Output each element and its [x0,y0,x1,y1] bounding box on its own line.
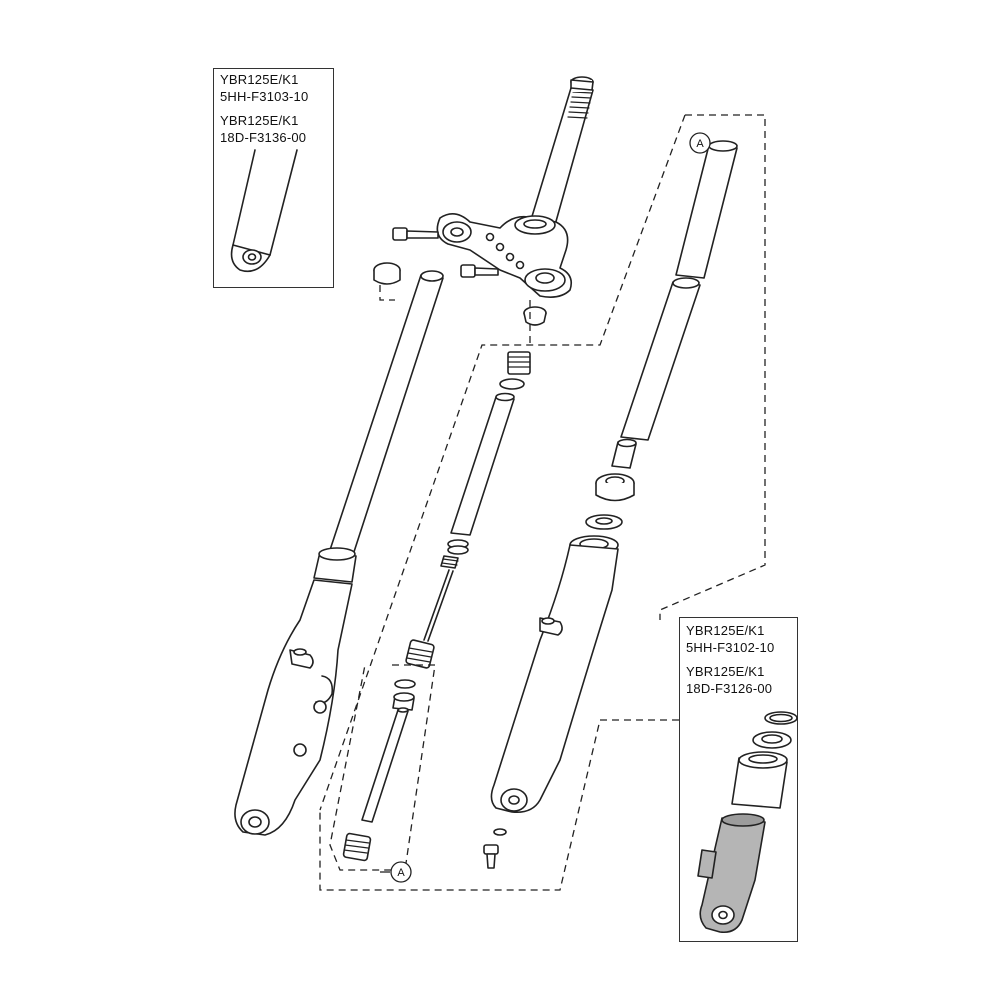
fork-spring-top-cap [507,351,531,375]
left-outer-tube [234,547,357,836]
right-inner-tube-lower [620,277,701,441]
seal-washer [585,514,623,530]
callout-a-top: A [689,132,711,154]
dashed-bracket-damper [329,664,436,871]
oil-seal [595,473,635,502]
spring-seat [447,539,469,555]
right-outer-tube [490,535,619,814]
callout-a-top-label: A [696,138,704,150]
inset-br-oil-seal [752,731,792,749]
callout-a-bottom: A [380,861,412,883]
inset-br-dust-seal [731,751,788,809]
inset-br-model-2: YBR125E/K1 [686,664,765,679]
taper-spindle-spring [342,832,372,862]
rebound-spring-upper [423,555,459,642]
inset-tl-model-1: YBR125E/K1 [220,72,299,87]
oil-lock-piece [611,438,637,469]
under-bracket [436,213,573,298]
inset-br-outer-tube-shaded [697,813,766,934]
drain-bolt [483,844,499,869]
drain-washer [493,828,507,836]
dashed-outline-right-group [319,114,766,891]
callout-a-bottom-label: A [397,867,405,879]
inset-tl-model-2: YBR125E/K1 [220,113,299,128]
inset-tl-outer-tube [230,149,298,273]
dashed-leader-cap [379,285,395,301]
damper-rod-piston [392,679,416,711]
fork-cap-bolt-left [373,262,401,285]
inset-tl-part-1: 5HH-F3103-10 [220,89,309,104]
fork-spring-long [450,392,515,536]
damper-rod [361,707,409,823]
inset-br-circlip [764,711,798,725]
inset-tl-part-2: 18D-F3136-00 [220,130,307,145]
steering-stem [529,76,594,226]
inset-box-top-left [213,68,334,288]
inset-box-bottom-right [679,617,798,942]
right-inner-tube-upper [675,140,738,279]
bracket-pinch-bolt-upper [392,227,439,241]
fork-cap-bolt-center [523,306,547,326]
inset-br-model-1: YBR125E/K1 [686,623,765,638]
left-inner-tube [327,270,444,559]
inset-br-part-2: 18D-F3126-00 [686,681,773,696]
inset-br-part-1: 5HH-F3102-10 [686,640,775,655]
bracket-pinch-bolt-lower [460,264,499,278]
rebound-spring-lower [405,639,435,669]
o-ring-upper [499,378,525,390]
dashed-outline-left-edge [319,114,686,811]
